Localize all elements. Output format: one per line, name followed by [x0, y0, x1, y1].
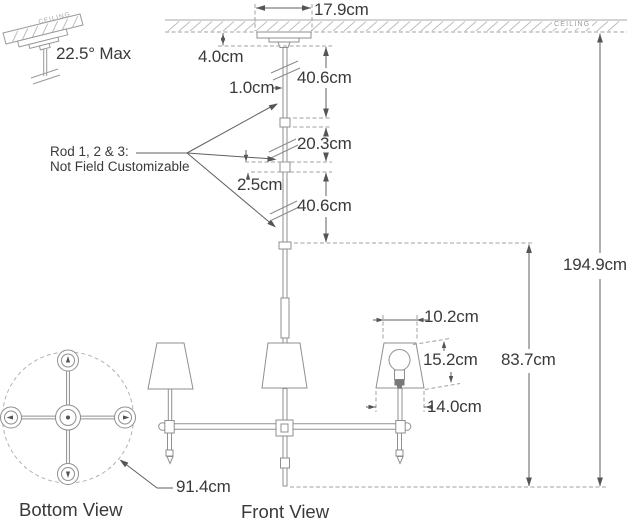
- dim-overall-height: 194.9cm: [563, 255, 627, 274]
- rod-break-marks: [268, 60, 301, 221]
- rod-note-line1: Rod 1, 2 & 3:: [50, 144, 129, 159]
- left-finial: [166, 456, 174, 465]
- center-column: [282, 248, 288, 299]
- tilt-angle-note: 22.5° Max: [56, 44, 131, 63]
- arm-junction-left: [164, 420, 175, 434]
- dim-canopy-drop: 4.0cm: [198, 47, 244, 66]
- dim-rod1-length: 40.6cm: [297, 68, 352, 87]
- arm-junction-center: [275, 419, 294, 437]
- arm-junction-right: [395, 420, 406, 434]
- rod-break-mark: [30, 68, 59, 79]
- dim-shade-top-width: 10.2cm: [424, 307, 479, 326]
- rod-coupler-1: [279, 117, 291, 128]
- tilted-canopy: [16, 28, 69, 48]
- lamp-shade-left: [147, 342, 194, 390]
- dim-fixture-height: 83.7cm: [501, 350, 556, 369]
- dim-rod-diameter: 1.0cm: [229, 78, 275, 97]
- tilted-ceiling-hatch: [11, 15, 79, 43]
- dimension-arrowheads: [6, 5, 603, 487]
- dim-rod2-length: 20.3cm: [297, 134, 352, 153]
- dim-coupler-height: 2.5cm: [237, 175, 283, 194]
- lamp-shade-right-cutaway: [375, 342, 425, 389]
- right-candle-stem: [397, 388, 403, 421]
- lamp-shade-center: [261, 342, 308, 389]
- bottom-view-label: Bottom View: [19, 499, 123, 520]
- front-view-label: Front View: [241, 501, 330, 522]
- dim-canopy-width: 17.9cm: [314, 0, 369, 19]
- ceiling-label: CEILING: [552, 21, 593, 29]
- rod-1: [282, 47, 288, 119]
- bulb-socket: [394, 379, 405, 386]
- dashed-extension-lines: [218, 4, 607, 488]
- tilted-ceiling-detail: [2, 13, 84, 85]
- hang-straight-collar: [278, 241, 292, 250]
- rod-note: Rod 1, 2 & 3: Not Field Customizable: [50, 144, 190, 174]
- canopy-plate: [256, 31, 312, 39]
- dim-shade-height: 15.2cm: [423, 350, 478, 369]
- dim-fixture-width: 91.4cm: [176, 477, 231, 496]
- dim-shade-bottom-width: 14.0cm: [427, 397, 482, 416]
- bottom-view-drawing: [0, 349, 136, 485]
- chandelier-arm: [158, 388, 412, 487]
- rod-coupler-2: [279, 161, 291, 173]
- left-candle-stem: [167, 388, 173, 421]
- dim-rod3-length: 40.6cm: [297, 196, 352, 215]
- rod-note-line2: Not Field Customizable: [50, 158, 190, 174]
- center-socket: [280, 457, 290, 469]
- light-bulb: [388, 349, 411, 389]
- right-finial: [396, 456, 404, 465]
